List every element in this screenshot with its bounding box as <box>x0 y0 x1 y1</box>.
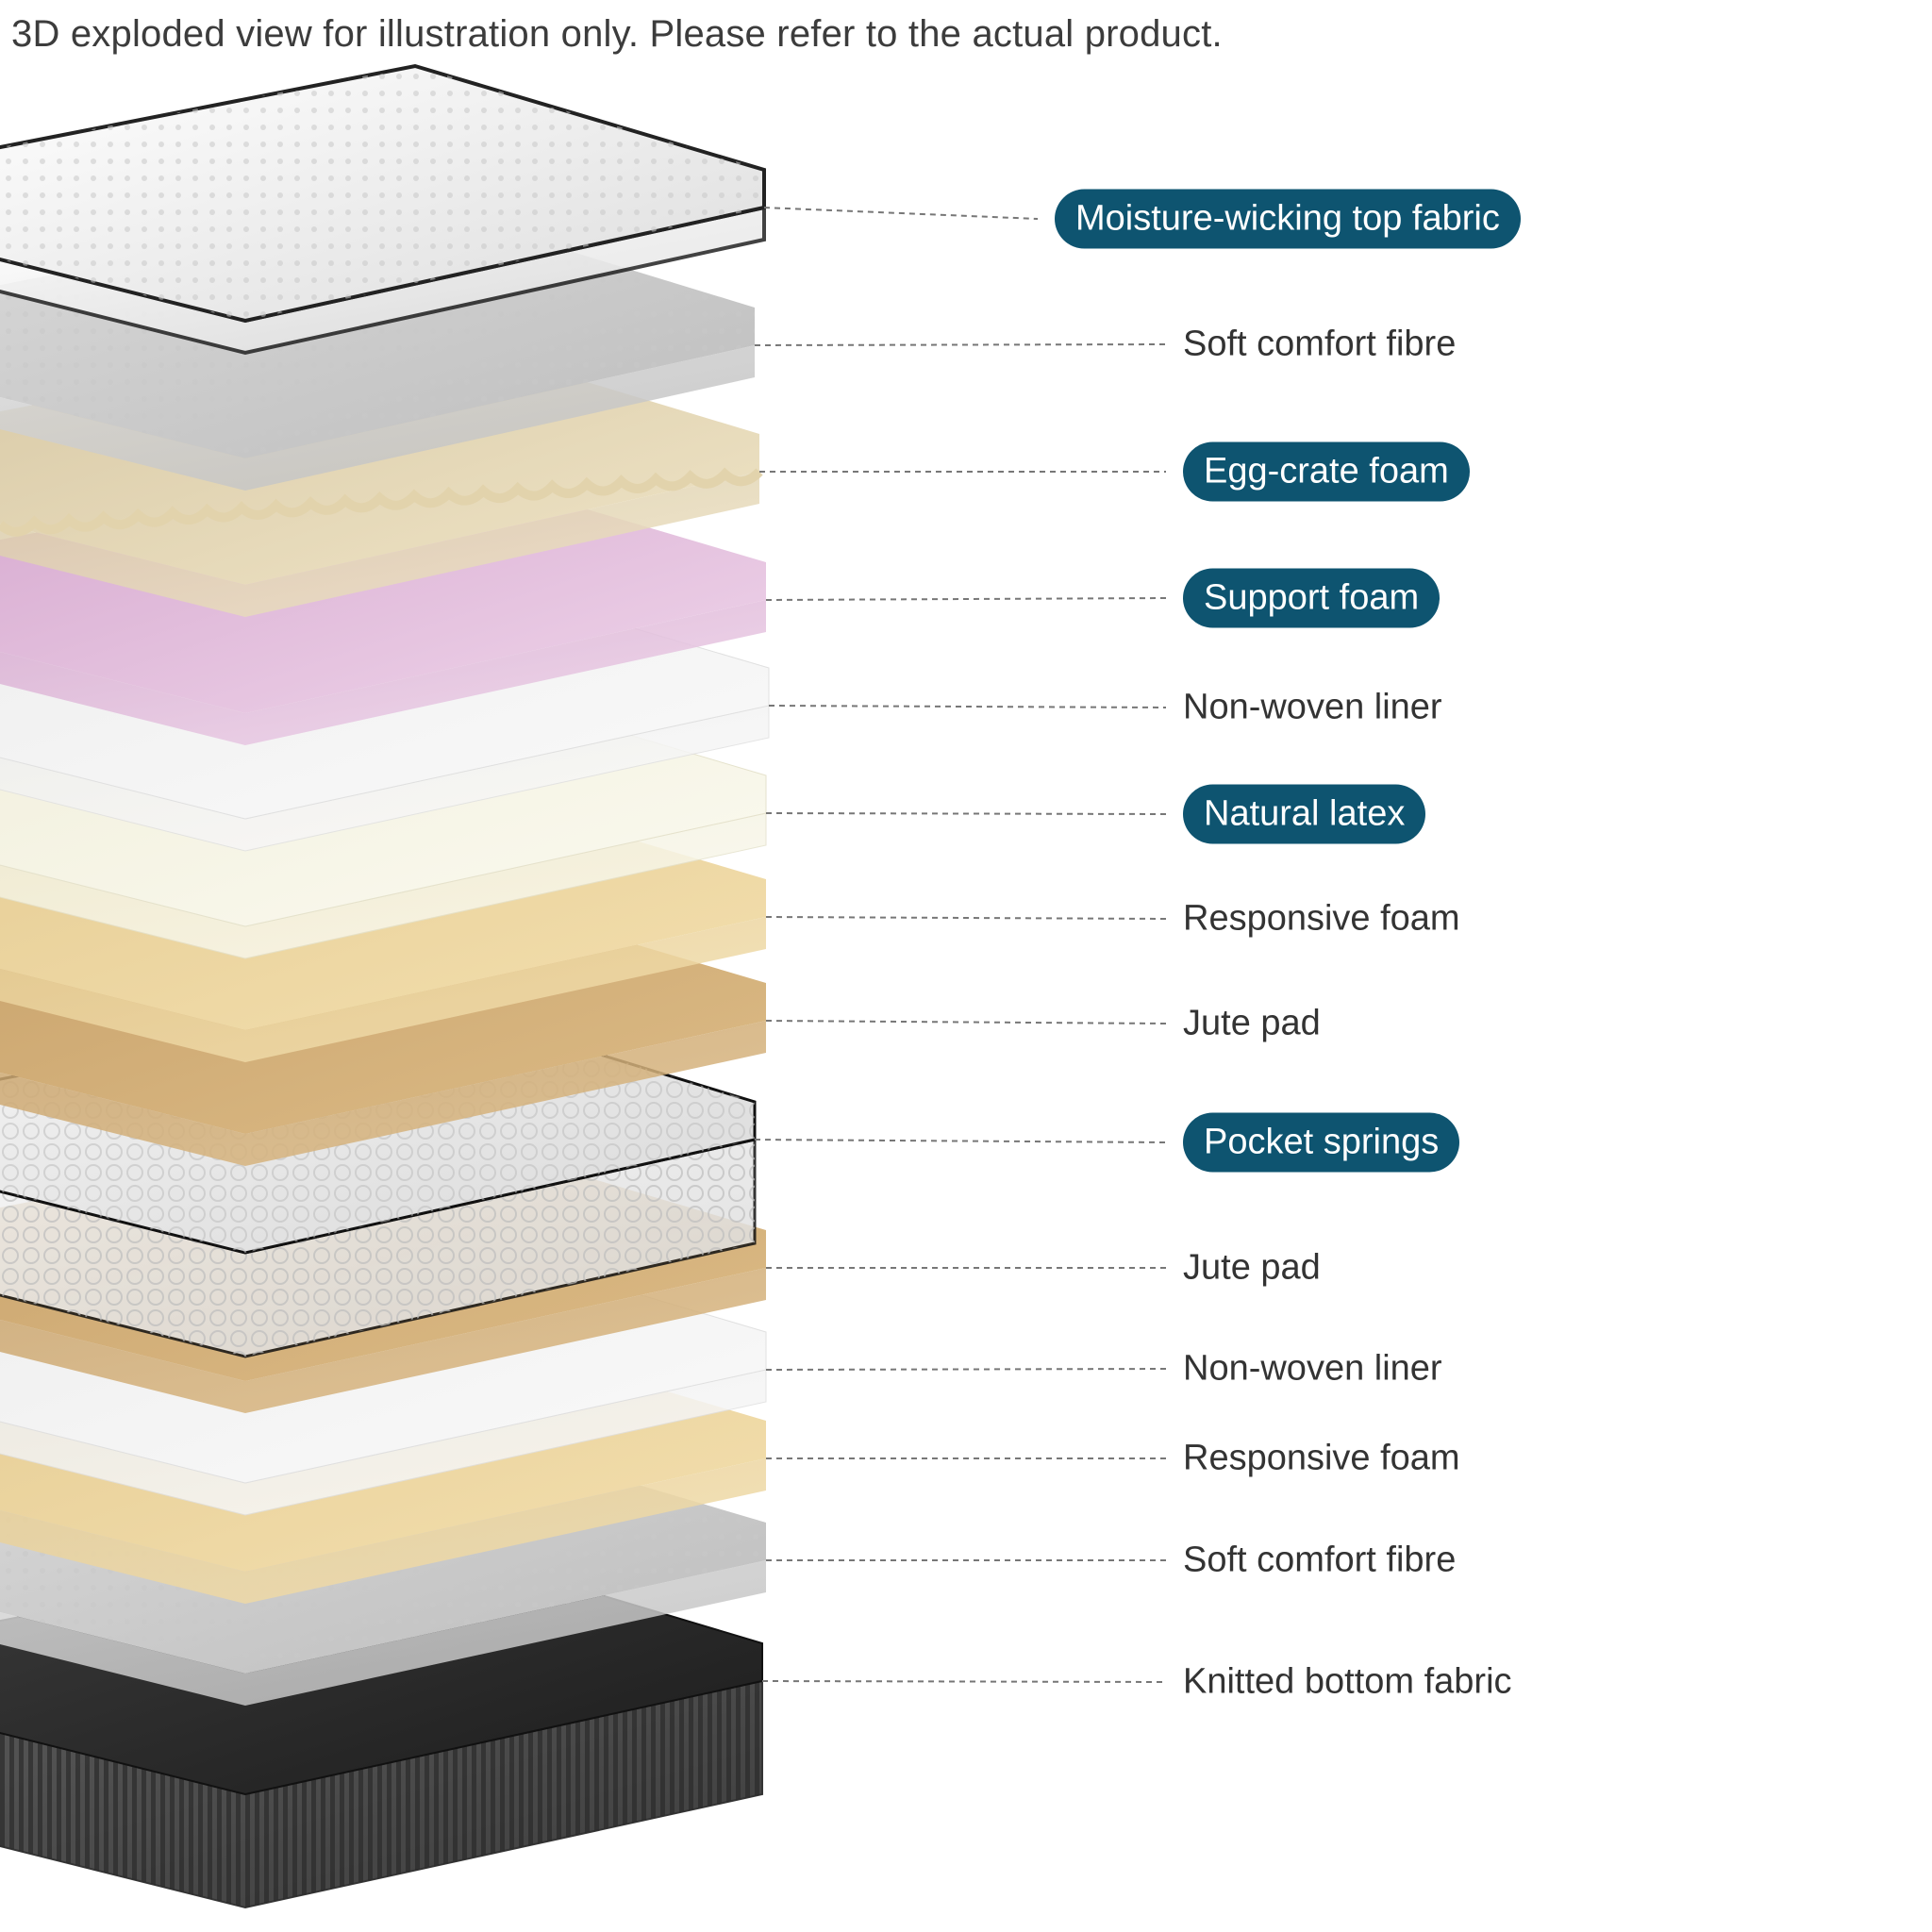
layer-label-14: Knitted bottom fabric <box>1183 1661 1512 1702</box>
egg-crate-wave-edge <box>0 467 763 537</box>
layer-label-1: Moisture-wicking top fabric <box>1055 189 1521 249</box>
layer-label-7: Responsive foam <box>1183 898 1460 939</box>
layer-slab-side-12 <box>0 1458 766 1604</box>
leader-line-11 <box>765 1368 1167 1371</box>
layer-label-2: Soft comfort fibre <box>1183 324 1457 364</box>
layer-label-5: Non-woven liner <box>1183 687 1442 727</box>
layer-slab-side-7 <box>0 917 766 1062</box>
layer-label-9: Pocket springs <box>1183 1112 1460 1173</box>
leader-line-4 <box>765 597 1167 601</box>
layer-slab-side-texture-14 <box>0 1681 762 1907</box>
layer-slab-texture-1 <box>0 66 764 321</box>
leader-line-9 <box>754 1139 1167 1143</box>
layer-slab-side-texture-9 <box>0 1140 755 1357</box>
leader-line-1 <box>763 207 1039 220</box>
layer-label-13: Soft comfort fibre <box>1183 1540 1457 1580</box>
layer-slab-side-3 <box>0 472 759 617</box>
layer-slab-side-4 <box>0 600 766 745</box>
disclaimer-text: 3D exploded view for illustration only. … <box>11 13 1223 55</box>
layer-label-8: Jute pad <box>1183 1003 1321 1043</box>
layer-slab-side-10 <box>0 1268 766 1413</box>
layer-label-6: Natural latex <box>1183 784 1426 844</box>
layer-label-10: Jute pad <box>1183 1247 1321 1288</box>
leader-line-5 <box>768 705 1167 708</box>
layer-slab-side-2 <box>0 345 755 491</box>
leader-line-2 <box>754 343 1167 346</box>
layer-label-3: Egg-crate foam <box>1183 441 1470 502</box>
layer-label-11: Non-woven liner <box>1183 1348 1442 1389</box>
leader-line-8 <box>765 1020 1167 1024</box>
layer-slab-1 <box>0 63 766 356</box>
leader-line-6 <box>765 812 1167 815</box>
layer-label-4: Support foam <box>1183 568 1441 628</box>
layer-slab-side-13 <box>0 1560 766 1706</box>
layer-slab-side-8 <box>0 1021 766 1166</box>
leader-line-7 <box>765 916 1167 920</box>
leader-line-14 <box>761 1680 1167 1683</box>
layer-label-12: Responsive foam <box>1183 1438 1460 1478</box>
